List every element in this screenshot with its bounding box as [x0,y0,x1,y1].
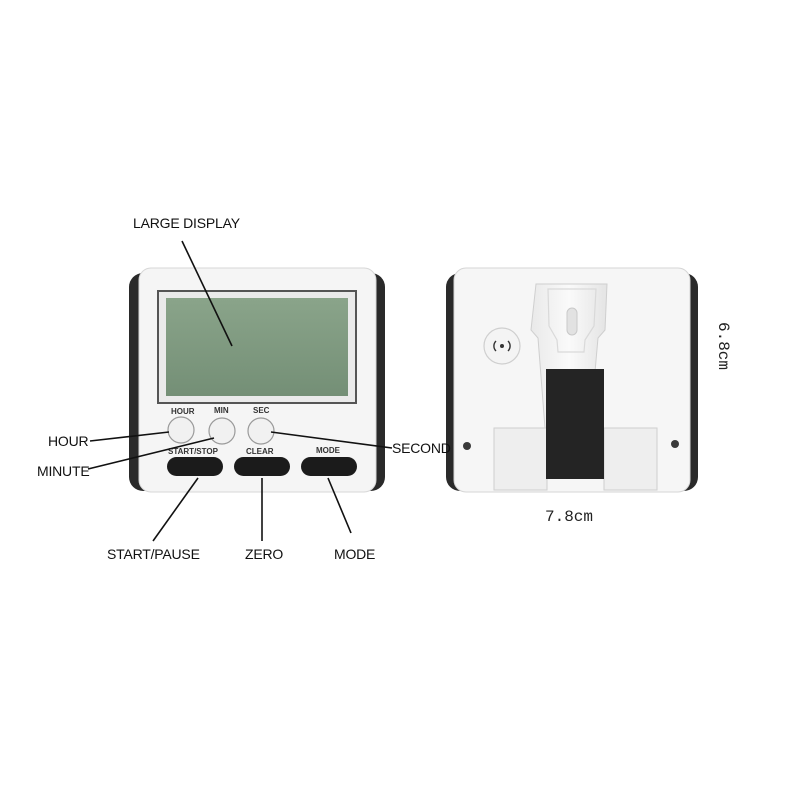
width-dimension: 7.8cm [545,508,594,526]
leader-mode [327,477,352,534]
lcd-screen [166,298,348,396]
screw-left [463,442,471,450]
mode-button-label: MODE [316,446,341,455]
callout-start-pause: START/PAUSE [107,546,200,562]
sec-button[interactable] [247,417,275,445]
height-dimension: 6.8cm [714,322,732,371]
leader-hour [89,431,170,442]
callout-zero: ZERO [245,546,284,562]
callout-lines [87,240,393,542]
sec-button-label: SEC [253,406,270,415]
speaker-wave-left [493,340,497,352]
clip-ridge [547,288,597,353]
callout-large-display: LARGE DISPLAY [133,215,240,231]
min-button[interactable] [208,417,236,445]
mode-button[interactable] [301,457,357,476]
hour-button-label: HOUR [171,407,195,416]
magnet-strip [546,369,604,479]
callout-minute: MINUTE [37,463,90,479]
callout-second: SECOND [392,440,451,456]
min-button-label: MIN [214,406,229,415]
back-view [446,267,698,493]
leader-minute [87,437,215,470]
speaker-wave-right [507,340,511,352]
stand-left-block [493,427,548,491]
hour-button[interactable] [167,416,195,444]
clear-button-label: CLEAR [246,447,274,456]
screw-right [671,440,679,448]
leader-second [270,431,393,449]
front-view: HOUR MIN SEC START/STOP CLEAR MODE [129,267,385,493]
callout-mode: MODE [334,546,376,562]
hanging-hole [566,307,578,336]
leader-start-pause [152,477,199,542]
stand-right-block [603,427,658,491]
start-stop-button[interactable] [167,457,223,476]
clear-button[interactable] [234,457,290,476]
start-stop-button-label: START/STOP [168,447,219,456]
leader-large-display [181,240,233,347]
speaker-dot [500,344,504,348]
callout-hour: HOUR [48,433,89,449]
